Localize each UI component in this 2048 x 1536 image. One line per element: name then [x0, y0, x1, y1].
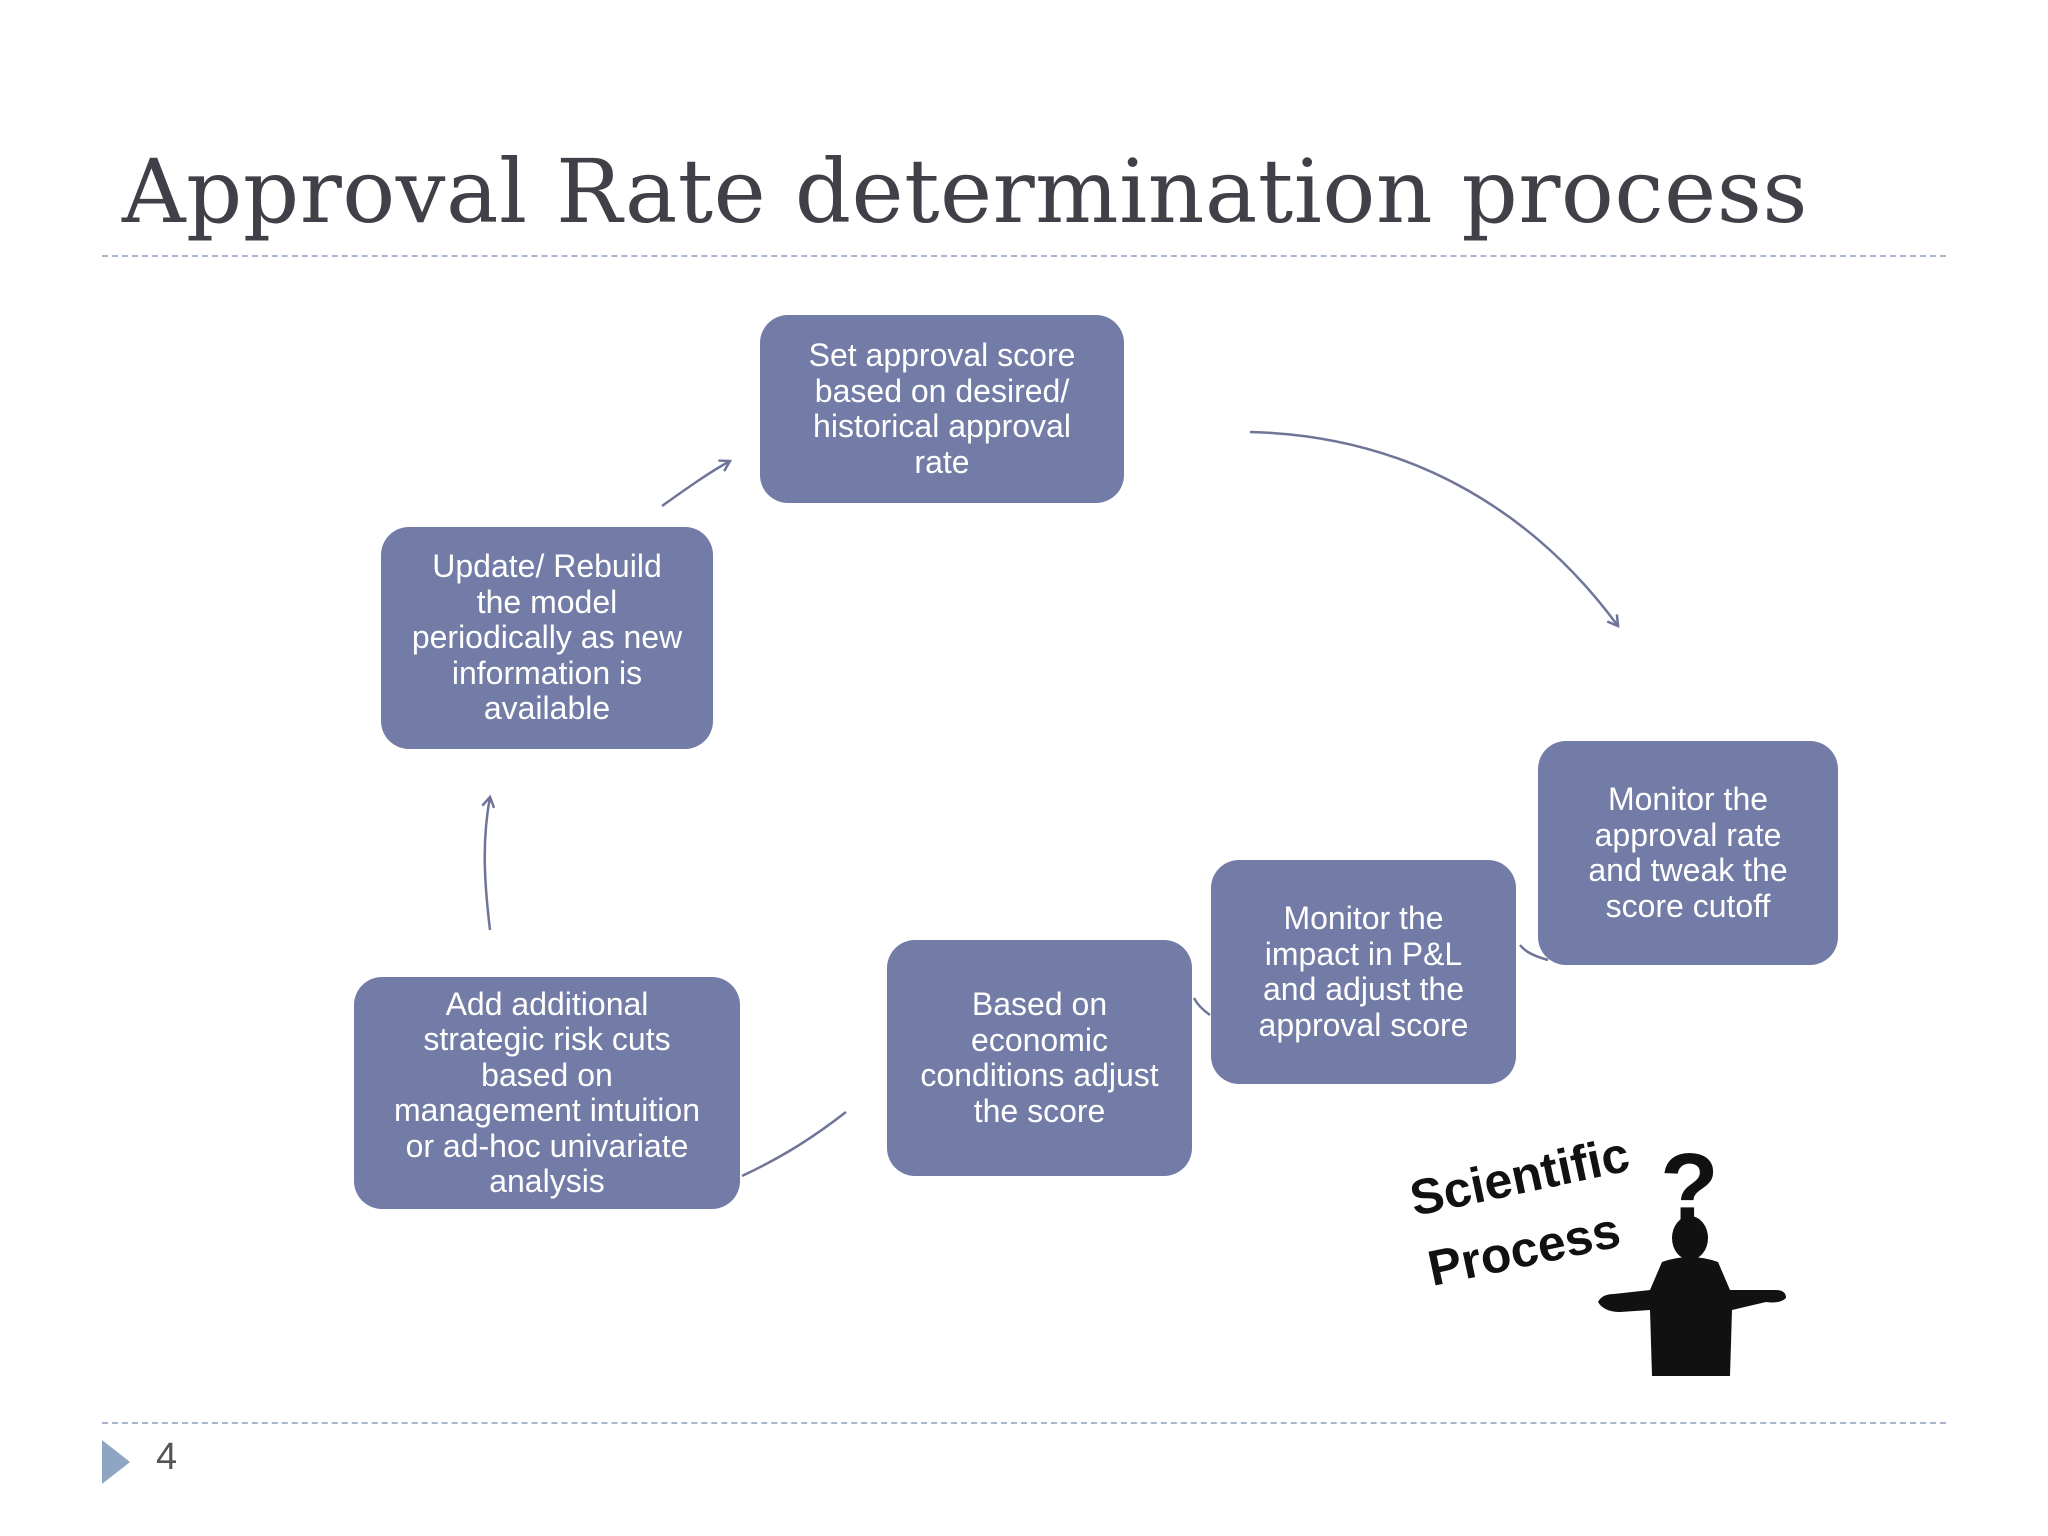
node-economic-conditions: Based on economic conditions adjust the … [887, 940, 1192, 1176]
slide-title: Approval Rate determination process [122, 140, 1809, 243]
shrugging-person-icon: ? [1598, 1140, 1786, 1376]
page-number: 4 [156, 1436, 178, 1478]
node-strategic-risk-cuts: Add additional strategic risk cuts based… [354, 977, 740, 1209]
arrow-economic-to-risk-cuts [741, 1111, 847, 1178]
node-monitor-pnl-impact-text: Monitor the impact in P&L and adjust the… [1258, 900, 1469, 1043]
node-economic-conditions-text: Based on economic conditions adjust the … [920, 986, 1159, 1129]
slide-marker-triangle-icon [102, 1440, 130, 1484]
node-update-rebuild-model-text: Update/ Rebuild the model periodically a… [411, 548, 683, 727]
footer-divider [102, 1422, 1946, 1424]
node-update-rebuild-model: Update/ Rebuild the model periodically a… [381, 527, 713, 749]
node-set-approval-score-text: Set approval score based on desired/ his… [808, 337, 1076, 480]
arrow-pnl-to-economic [1192, 997, 1211, 1017]
arrow-set-to-monitor-rate [1249, 430, 1618, 626]
arrow-update-to-set [661, 461, 730, 508]
node-monitor-pnl-impact: Monitor the impact in P&L and adjust the… [1211, 860, 1516, 1084]
node-strategic-risk-cuts-text: Add additional strategic risk cuts based… [394, 985, 700, 1199]
title-divider [102, 255, 1946, 257]
node-monitor-approval-rate: Monitor the approval rate and tweak the … [1538, 741, 1838, 965]
node-monitor-approval-rate-text: Monitor the approval rate and tweak the … [1588, 781, 1788, 924]
arrow-risk-cuts-to-update [485, 797, 490, 931]
node-set-approval-score: Set approval score based on desired/ his… [760, 315, 1124, 503]
